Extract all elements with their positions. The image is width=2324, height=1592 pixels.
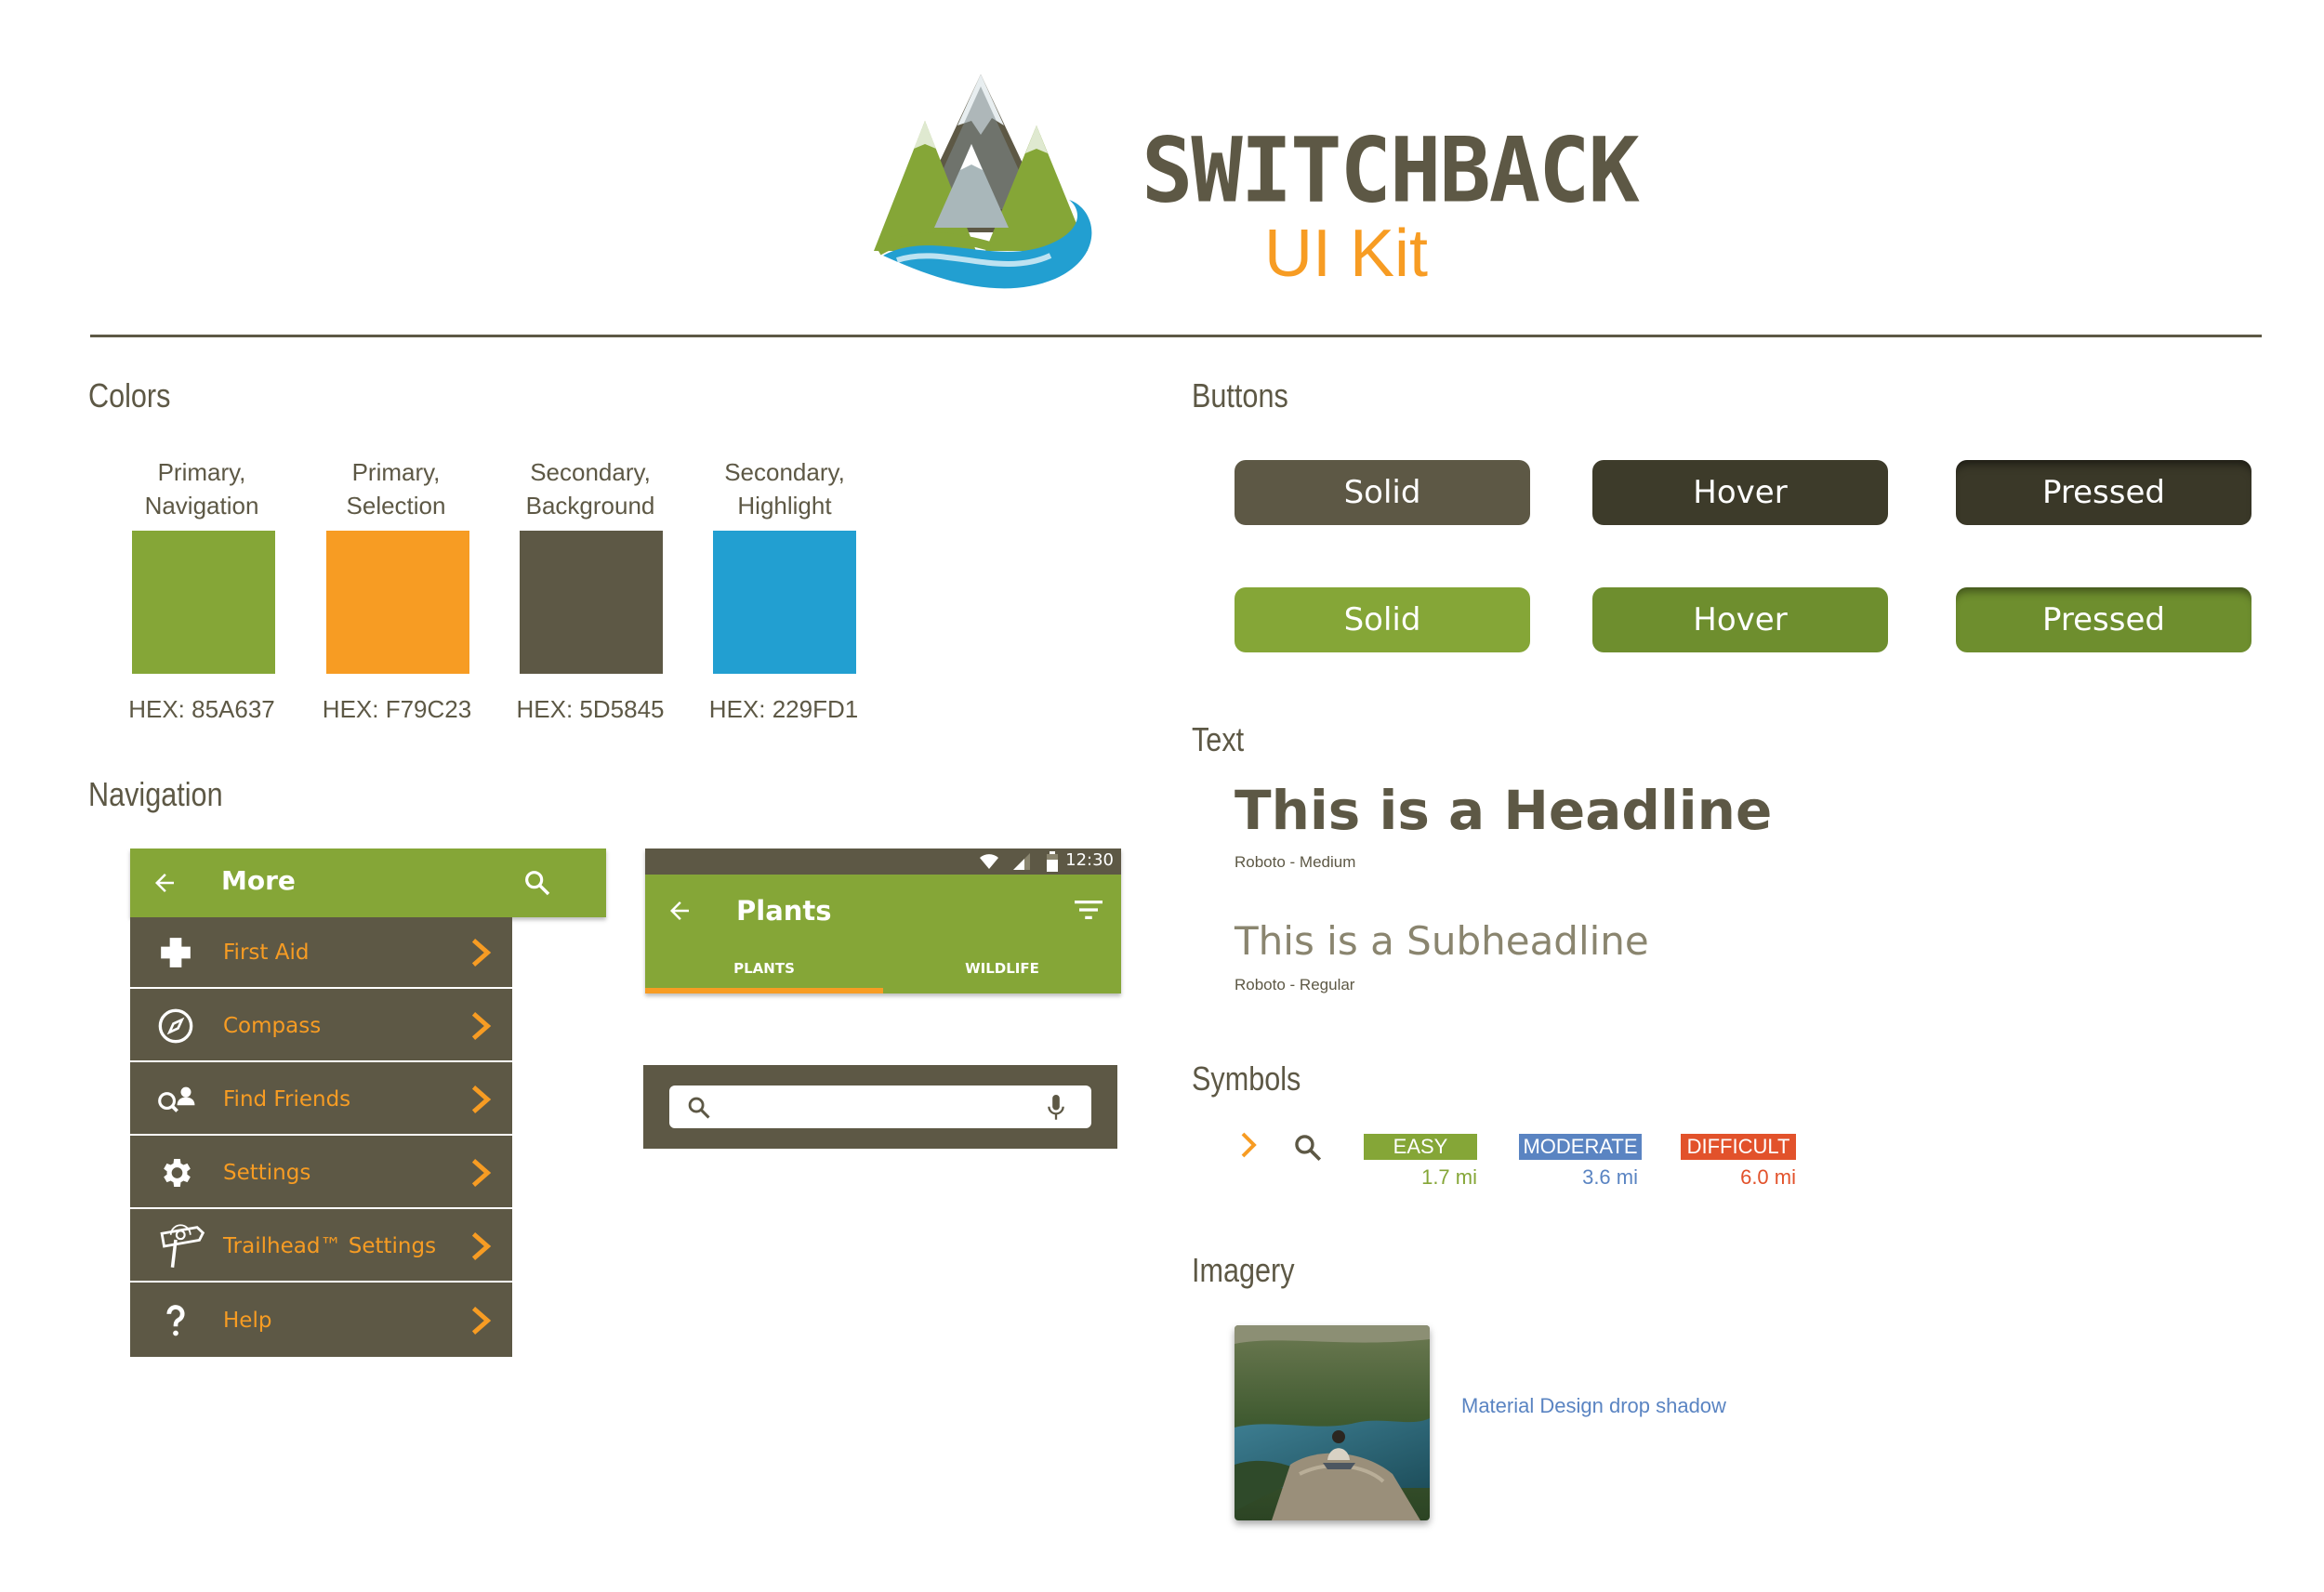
drawer-title: More xyxy=(221,865,296,896)
phone-title: Plants xyxy=(736,895,832,927)
battery-icon xyxy=(1047,851,1058,872)
swatch-label-line: Secondary, xyxy=(724,458,845,486)
chevron-right-icon xyxy=(471,1231,492,1260)
dark-pressed-button[interactable]: Pressed xyxy=(1956,460,2251,525)
find-friends-icon xyxy=(154,1078,197,1121)
drawer-item-label: Help xyxy=(223,1308,272,1333)
drawer-app-bar: More xyxy=(130,849,606,917)
swatch-label-line: Secondary, xyxy=(530,458,651,486)
difficulty-badge-moderate: MODERATE xyxy=(1519,1134,1642,1160)
search-icon xyxy=(688,1097,710,1119)
colors-section-title: Colors xyxy=(88,376,171,414)
brand-title: SWITCHBACK xyxy=(1142,118,1640,223)
swatch-label: Primary, Navigation xyxy=(109,455,295,522)
swatch-label-line: Primary, xyxy=(157,458,246,486)
distance-label: 3.6 mi xyxy=(1582,1165,1638,1189)
chevron-right-icon xyxy=(471,1011,492,1040)
symbols-section-title: Symbols xyxy=(1192,1059,1301,1098)
swatch-primary-selection xyxy=(326,531,469,674)
hex-label: HEX: 5D5845 xyxy=(516,695,665,723)
microphone-icon[interactable] xyxy=(1047,1095,1065,1121)
swatch-secondary-background xyxy=(520,531,663,674)
tab-plants[interactable]: PLANTS xyxy=(733,960,795,977)
green-pressed-button[interactable]: Pressed xyxy=(1956,587,2251,652)
drawer-item-trailhead-settings[interactable]: Trailhead™ Settings xyxy=(130,1211,512,1283)
green-hover-button[interactable]: Hover xyxy=(1592,587,1888,652)
search-bar xyxy=(643,1065,1117,1149)
drawer-item-label: Trailhead™ Settings xyxy=(223,1233,437,1258)
navigation-section-title: Navigation xyxy=(88,775,223,813)
tab-indicator xyxy=(645,988,883,993)
headline-font-caption: Roboto - Medium xyxy=(1235,853,1356,871)
drawer-item-label: Find Friends xyxy=(223,1086,351,1112)
hex-label: HEX: F79C23 xyxy=(322,695,472,723)
wifi-icon xyxy=(980,854,998,869)
back-arrow-icon[interactable] xyxy=(666,897,693,925)
difficulty-badge-difficult: DIFFICULT xyxy=(1681,1134,1796,1160)
drawer-item-settings[interactable]: Settings xyxy=(130,1138,512,1209)
back-arrow-icon[interactable] xyxy=(151,869,178,897)
difficulty-badge-easy: EASY xyxy=(1364,1134,1477,1160)
drawer-item-label: Compass xyxy=(223,1013,322,1038)
buttons-section-title: Buttons xyxy=(1192,376,1288,414)
distance-label: 1.7 mi xyxy=(1421,1165,1477,1189)
image-caption: Material Design drop shadow xyxy=(1461,1394,1726,1417)
chevron-right-icon xyxy=(1241,1132,1257,1158)
hex-label: HEX: 229FD1 xyxy=(708,695,859,723)
tab-wildlife[interactable]: WILDLIFE xyxy=(965,960,1039,977)
subheadline-sample: This is a Subheadline xyxy=(1235,918,1649,964)
first-aid-icon xyxy=(154,931,197,974)
filter-icon[interactable] xyxy=(1075,899,1103,921)
headline-sample: This is a Headline xyxy=(1235,779,1773,842)
search-icon[interactable] xyxy=(522,868,552,898)
swatch-secondary-highlight xyxy=(713,531,856,674)
signal-icon xyxy=(1013,853,1030,870)
swatch-label-line: Selection xyxy=(346,492,446,520)
dark-hover-button[interactable]: Hover xyxy=(1592,460,1888,525)
imagery-section-title: Imagery xyxy=(1192,1251,1295,1289)
swatch-label-line: Highlight xyxy=(737,492,832,520)
help-icon xyxy=(154,1299,197,1342)
drawer-item-help[interactable]: Help xyxy=(130,1284,512,1356)
brand-subtitle: UI Kit xyxy=(1264,217,1429,291)
swatch-label: Secondary, Background xyxy=(497,455,683,522)
drawer-item-compass[interactable]: Compass xyxy=(130,991,512,1062)
subheadline-font-caption: Roboto - Regular xyxy=(1235,976,1355,993)
search-icon xyxy=(1295,1135,1322,1162)
text-section-title: Text xyxy=(1192,720,1245,758)
compass-icon xyxy=(154,1005,197,1047)
drawer-item-first-aid[interactable]: First Aid xyxy=(130,917,512,989)
header-divider xyxy=(90,335,2262,337)
drawer-item-find-friends[interactable]: Find Friends xyxy=(130,1064,512,1136)
swatch-primary-navigation xyxy=(132,531,275,674)
chevron-right-icon xyxy=(471,1306,492,1335)
status-bar: 12:30 xyxy=(645,849,1121,875)
drawer-item-label: Settings xyxy=(223,1160,311,1185)
gear-icon xyxy=(154,1151,197,1194)
drawer-item-label: First Aid xyxy=(223,940,310,965)
status-time: 12:30 xyxy=(1065,850,1114,870)
sample-photo xyxy=(1235,1325,1430,1520)
swatch-label: Secondary, Highlight xyxy=(692,455,878,522)
chevron-right-icon xyxy=(471,938,492,967)
search-input[interactable] xyxy=(669,1085,1091,1128)
hex-label: HEX: 85A637 xyxy=(128,695,275,723)
swatch-label: Primary, Selection xyxy=(303,455,489,522)
chevron-right-icon xyxy=(471,1158,492,1187)
swatch-label-line: Background xyxy=(525,492,655,520)
dark-solid-button[interactable]: Solid xyxy=(1235,460,1530,525)
chevron-right-icon xyxy=(471,1085,492,1113)
phone-app-bar: 12:30 Plants PLANTS WILDLIFE xyxy=(645,849,1121,993)
switchback-logo xyxy=(869,70,1092,293)
swatch-label-line: Navigation xyxy=(144,492,259,520)
swatch-label-line: Primary, xyxy=(351,458,441,486)
distance-label: 6.0 mi xyxy=(1740,1165,1796,1189)
drawer-menu: First Aid Compass Find Friends Settings … xyxy=(130,917,512,1357)
green-solid-button[interactable]: Solid xyxy=(1235,587,1530,652)
trailhead-sign-icon xyxy=(156,1223,208,1268)
